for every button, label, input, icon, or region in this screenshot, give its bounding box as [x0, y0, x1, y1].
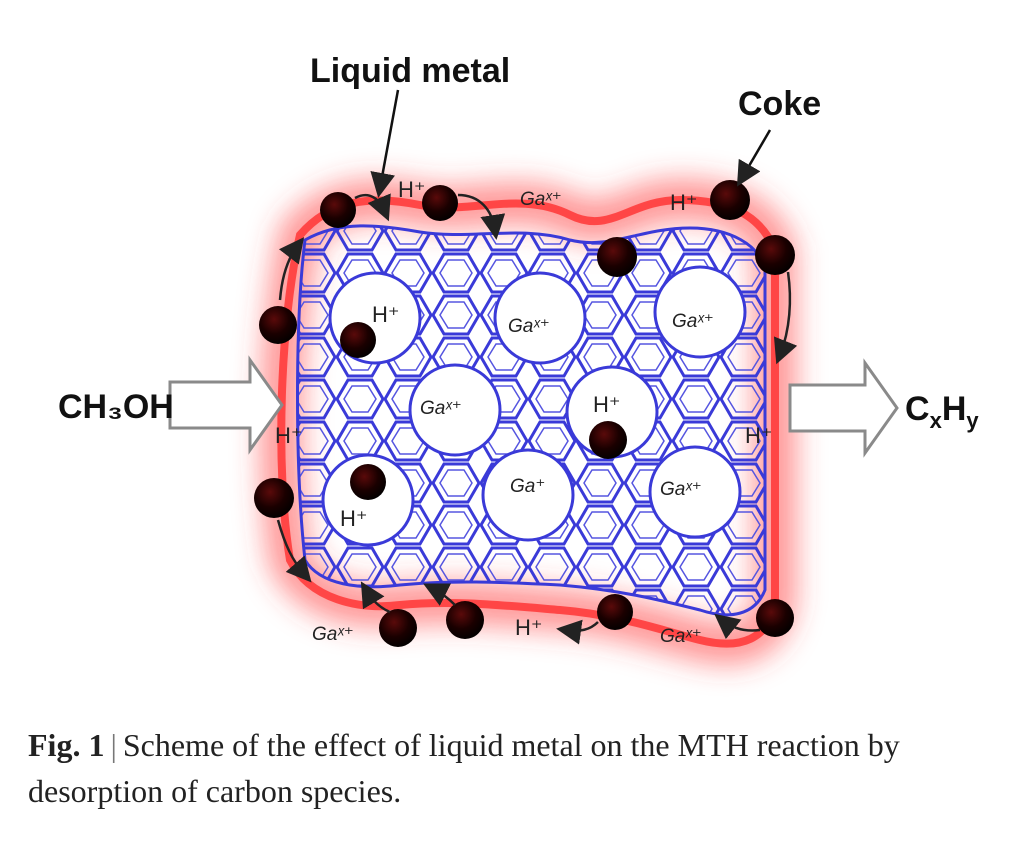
coke-label: Coke [738, 85, 821, 123]
liquid-metal-label: Liquid metal [310, 52, 510, 90]
figure-number: Fig. 1 [28, 727, 105, 763]
reactant-label: CH₃OH [58, 388, 174, 426]
ion-label: Gaˣ⁺ [672, 311, 714, 332]
reactant-inlet-arrow [168, 355, 284, 455]
coke-particles [254, 180, 795, 647]
ion-label: Gaˣ⁺ [508, 316, 550, 337]
product-carbon: C [905, 390, 930, 428]
caption-text: Scheme of the effect of liquid metal on … [28, 727, 900, 809]
liquid-metal-pointer [370, 89, 400, 198]
product-outlet-arrow [788, 358, 899, 458]
ion-label: H⁺ [398, 177, 426, 202]
ion-label: H⁺ [593, 392, 621, 417]
coke-pointer [736, 129, 772, 187]
ion-label: H⁺ [745, 423, 773, 448]
ion-label: H⁺ [340, 506, 368, 531]
zeolite-channels [321, 265, 747, 547]
product-hydrogen: H [942, 390, 967, 428]
ion-label: Gaˣ⁺ [420, 398, 462, 419]
ion-label: H⁺ [275, 423, 303, 448]
ion-label: Gaˣ⁺ [660, 626, 702, 647]
ion-label: Gaˣ⁺ [660, 479, 702, 500]
product-label: CxHy [905, 390, 979, 433]
ion-label: Gaˣ⁺ [312, 624, 354, 645]
migration-arrows [276, 193, 798, 645]
ion-label: H⁺ [372, 302, 400, 327]
caption-separator: | [110, 727, 117, 763]
product-hydrogen-sub: y [966, 408, 979, 433]
ion-label: Gaˣ⁺ [520, 189, 562, 210]
ion-label: H⁺ [515, 615, 543, 640]
product-carbon-sub: x [930, 408, 943, 433]
ion-label: Ga⁺ [510, 476, 545, 497]
figure-caption: Fig. 1|Scheme of the effect of liquid me… [28, 722, 1003, 814]
ion-label: H⁺ [670, 190, 698, 215]
